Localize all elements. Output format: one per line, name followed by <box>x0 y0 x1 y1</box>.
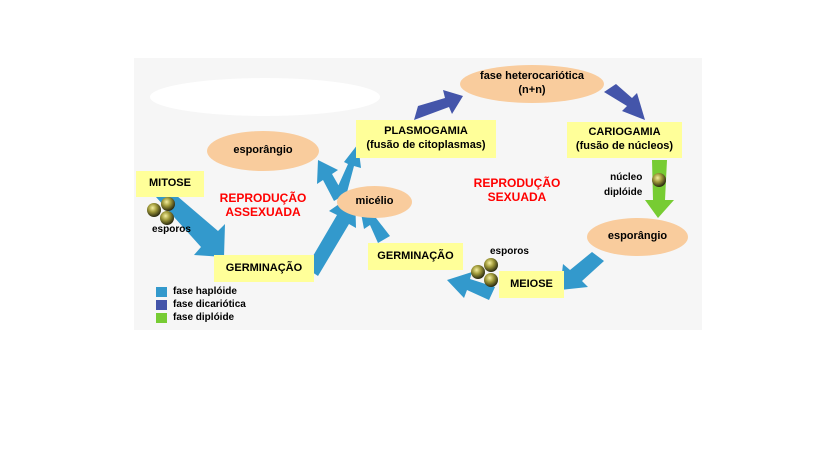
nucleus-icon <box>652 173 666 187</box>
legend-label: fase diplóide <box>173 312 235 323</box>
reproducao-sexuada-line1: REPRODUÇÃO <box>473 176 561 190</box>
spore-icon <box>147 203 161 217</box>
mitose-label: MITOSE <box>149 177 191 190</box>
fase-heterocariotica-label: fase heterocariótica <box>480 70 584 83</box>
reproducao-sexuada-line2: SEXUADA <box>487 190 547 205</box>
legend-item: fase dicariótica <box>156 299 246 310</box>
plasmogamia-box: PLASMOGAMIA (fusão de citoplasmas) <box>356 120 496 158</box>
arrow-esporangio-to-meiose <box>560 252 604 290</box>
reproducao-assexuada-title: REPRODUÇÃO ASSEXUADA <box>208 191 318 220</box>
germinacao-right-box: GERMINAÇÃO <box>368 243 463 270</box>
esporangio-left-label: esporângio <box>233 144 293 157</box>
esporangio-right-node: esporângio <box>587 218 688 256</box>
germinacao-left-box: GERMINAÇÃO <box>214 255 314 282</box>
legend-swatch <box>156 286 167 297</box>
cariogamia-label: CARIOGAMIA <box>588 126 661 139</box>
nucleo-line1: núcleo <box>610 172 643 183</box>
legend-item: fase haplóide <box>156 286 237 297</box>
fase-heterocariotica-node: fase heterocariótica (n+n) <box>460 65 604 103</box>
legend-label: fase dicariótica <box>173 299 246 310</box>
reproducao-assexuada-line2: ASSEXUADA <box>225 205 301 220</box>
esporangio-left-node: esporângio <box>207 131 319 171</box>
spore-icon <box>484 258 498 272</box>
esporangio-right-label: esporângio <box>607 230 668 243</box>
arrow-plasmogamia-to-fase <box>414 90 463 120</box>
arrow-cariogamia-to-esporangio <box>645 160 674 218</box>
cariogamia-sublabel: (fusão de núcleos) <box>575 140 674 152</box>
reproducao-assexuada-line1: REPRODUÇÃO <box>219 191 307 205</box>
micelio-node: micélio <box>337 186 412 218</box>
nucleo-label: núcleo diplóide <box>604 172 642 199</box>
arrow-fase-to-cariogamia <box>604 84 645 120</box>
esporos-left-label: esporos <box>152 224 191 235</box>
faded-ellipse <box>150 78 380 116</box>
micelio-label: micélio <box>355 195 394 208</box>
germinacao-left-label: GERMINAÇÃO <box>225 261 303 274</box>
spore-icon <box>471 265 485 279</box>
nucleo-line2: diplóide <box>604 187 643 198</box>
germinacao-right-label: GERMINAÇÃO <box>377 249 454 262</box>
spore-icon <box>484 273 498 287</box>
arrow-germinacao-to-micelio <box>306 193 356 276</box>
fase-heterocariotica-sublabel: (n+n) <box>518 84 546 96</box>
legend-swatch <box>156 299 167 310</box>
legend-label: fase haplóide <box>173 286 237 297</box>
esporos-right-label: esporos <box>490 246 529 257</box>
legend-item: fase diplóide <box>156 312 234 323</box>
arrow-meiose-to-germinacao <box>447 272 495 300</box>
spore-icon <box>161 197 175 211</box>
meiose-label: MEIOSE <box>510 277 553 290</box>
legend-swatch <box>156 312 167 323</box>
spore-icon <box>160 211 174 225</box>
plasmogamia-label: PLASMOGAMIA <box>384 125 468 138</box>
meiose-box: MEIOSE <box>499 271 564 298</box>
arrow-micelio-to-plasmogamia <box>335 144 361 196</box>
plasmogamia-sublabel: (fusão de citoplasmas) <box>366 139 486 151</box>
cariogamia-box: CARIOGAMIA (fusão de núcleos) <box>567 122 682 158</box>
reproducao-sexuada-title: REPRODUÇÃO SEXUADA <box>462 176 572 205</box>
mitose-box: MITOSE <box>136 171 204 197</box>
